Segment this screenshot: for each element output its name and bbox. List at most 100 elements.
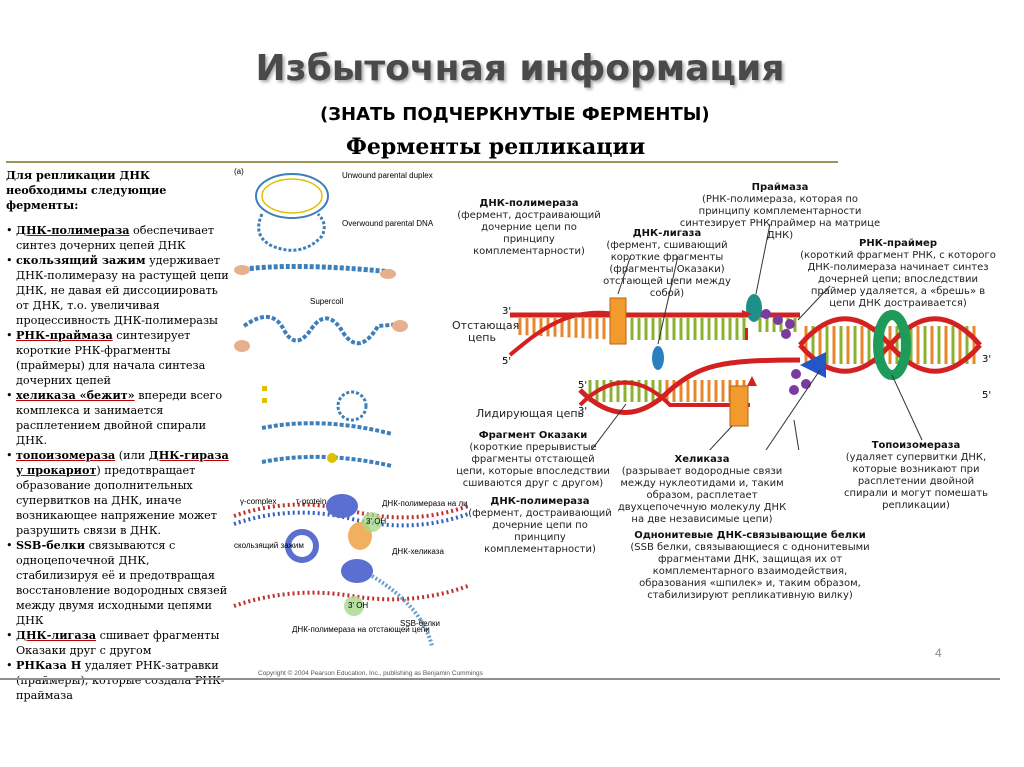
- annotation-ssb: Однонитевые ДНК-связывающие белки (SSB б…: [630, 530, 870, 601]
- annotation-polymerase-top: ДНК-полимераза (фермент, достраивающий д…: [457, 198, 601, 257]
- lagging-strand-label: Отстающая цепь: [452, 319, 520, 344]
- rna-primer-marker: [745, 328, 748, 340]
- enzyme-item: •хеликаза «бежит» впереди всего комплекс…: [6, 388, 223, 447]
- leader-line: [797, 285, 831, 321]
- enzyme-term: ДНК-гираза у прокариот: [16, 448, 229, 477]
- clamp-label: скользящий зажим: [234, 541, 304, 550]
- gamma-complex-label: γ-complex: [240, 497, 276, 506]
- enzyme-desc: сшивает фрагменты Оказаки друг с другом: [16, 629, 220, 657]
- dna-ligase: [652, 346, 664, 370]
- enzyme-list: Для репликации ДНК необходимы следующие …: [6, 168, 234, 703]
- hand: [392, 320, 408, 332]
- lagging-dna: [233, 584, 468, 608]
- panel-a-label: (a): [234, 167, 244, 176]
- end-label-5: 5': [982, 390, 991, 401]
- unwound-label: Unwound parental duplex: [342, 171, 433, 180]
- tau-protein-label: τ-protein: [296, 497, 326, 506]
- annotation-helicase: Хеликаза (разрывает водородные связи меж…: [617, 454, 787, 525]
- enzyme-desc: ) предотвращает образование дополнительн…: [16, 464, 217, 537]
- ssb-protein: [785, 319, 795, 329]
- dna-segment: [261, 421, 393, 436]
- clamp-ring: [285, 529, 319, 563]
- ssb-label: SSB-белки: [400, 619, 440, 628]
- parent-strand-b: [798, 316, 982, 374]
- leader-line: [617, 257, 631, 295]
- legend-swatch: [262, 398, 267, 403]
- supercoil-label: Supercoil: [310, 297, 344, 306]
- annotation-rna-primer: РНК-праймер (короткий фрагмент РНК, с ко…: [800, 238, 996, 309]
- enzyme-term: SSB-белки: [16, 538, 86, 552]
- legend-swatch: [262, 386, 267, 391]
- leading-strand-label: Лидирующая цепь: [475, 407, 585, 420]
- enzyme-list-intro: Для репликации ДНК необходимы следующие …: [6, 168, 167, 212]
- leader-line: [793, 419, 800, 450]
- helicase-label: ДНК-хеликаза: [392, 547, 444, 556]
- ssb-protein: [781, 329, 791, 339]
- enzyme-desc: связываются с одноцепочечной ДНК, стабил…: [16, 539, 228, 627]
- dna-polymerase-lagging: [609, 297, 627, 345]
- enzyme-term: топоизомераза: [16, 448, 116, 462]
- parent-dna-red: [233, 502, 468, 520]
- lagging-daughter: [508, 310, 750, 357]
- frame-title: Ферменты репликации: [346, 134, 646, 160]
- annotation-primase: Праймаза (РНК-полимераза, которая по при…: [679, 182, 881, 241]
- annotation-okazaki: Фрагмент Оказаки (короткие прерывистые ф…: [456, 430, 610, 489]
- overwound-label: Overwound parental DNA: [342, 219, 434, 228]
- supercoil-dna: [242, 315, 403, 346]
- enzyme-term: ДНК-лигаза: [16, 628, 97, 642]
- enzyme-item: •ДНК-лигаза сшивает фрагменты Оказаки др…: [6, 628, 220, 657]
- oh-label: 3' OH: [366, 517, 386, 526]
- enzyme-desc: удаляет РНК-затравки (праймеры), которые…: [16, 659, 225, 702]
- enzyme-item: •РНК-праймаза синтезирует короткие РНК-ф…: [6, 328, 206, 387]
- end-label-3: 3': [578, 406, 587, 417]
- dna-polymerase-leading: [729, 385, 749, 427]
- slide-title: Избыточная информация: [255, 48, 785, 89]
- annotation-polymerase-bottom: ДНК-полимераза (фермент, достраивающий д…: [468, 496, 612, 555]
- supercoiled-loop: [336, 390, 368, 422]
- ssb-protein: [761, 309, 771, 319]
- dna-segment: [261, 454, 393, 468]
- leading-template: [578, 357, 801, 415]
- enzyme-desc: удерживает ДНК-полимеразу на растущей це…: [16, 254, 229, 327]
- direction-arrow: [747, 376, 757, 386]
- leading-daughter: [578, 380, 750, 407]
- bottom-rule: [0, 678, 1000, 680]
- dna-rope: [237, 263, 393, 275]
- end-label-5: 5': [502, 356, 511, 367]
- unwound-loop-inner: [261, 178, 323, 214]
- unwound-loop: [255, 173, 329, 219]
- leader-line: [590, 403, 627, 450]
- oh-bubble: [362, 512, 382, 532]
- ssb-proteins: [761, 309, 811, 395]
- hand: [234, 340, 250, 352]
- parent-dna-blue: [233, 510, 468, 528]
- enzyme-dot: [327, 453, 337, 463]
- enzyme-term: РНК-праймаза: [16, 328, 113, 342]
- enzyme-term: скользящий зажим: [16, 253, 146, 267]
- pol-lagging-label: ДНК-полимераза на отстающей цепи: [292, 625, 430, 634]
- oh-label: 3' OH: [348, 601, 368, 610]
- ssb-protein: [773, 315, 783, 325]
- enzyme-desc: синтезирует короткие РНК-фрагменты (прай…: [16, 329, 206, 387]
- page-number: 4: [935, 646, 942, 660]
- ssb-protein: [801, 379, 811, 389]
- enzyme-item: •ДНК-полимераза обеспечивает синтез доче…: [6, 223, 215, 252]
- enzyme-term: ДНК-полимераза: [16, 223, 130, 237]
- enzyme-desc: (или: [115, 449, 149, 462]
- end-label-3: 3': [502, 306, 511, 317]
- hand: [234, 265, 250, 275]
- leader-line: [891, 374, 923, 441]
- enzyme-term: РНКаза H: [16, 658, 82, 672]
- leader-line: [755, 223, 771, 295]
- enzyme-item: •скользящий зажим удерживает ДНК-полимер…: [6, 253, 229, 327]
- copyright: Copyright © 2004 Pearson Education, Inc.…: [258, 670, 483, 677]
- polymerase-leading: [326, 494, 358, 518]
- leader-line: [657, 255, 679, 345]
- ssb-protein: [791, 369, 801, 379]
- replication-fork-diagram: 3' 5' 5' 3' 3' 5': [502, 223, 991, 450]
- oh-bubble: [344, 596, 364, 616]
- slide-subtitle: (ЗНАТЬ ПОДЧЕРКНУТЫЕ ФЕРМЕНТЫ): [320, 104, 710, 125]
- polymerase-lagging: [341, 559, 373, 583]
- enzyme-item: •SSB-белки связываются с одноцепочечной …: [6, 538, 228, 627]
- pol-leading-label: ДНК-полимераза на лидирующей цепи: [382, 499, 468, 508]
